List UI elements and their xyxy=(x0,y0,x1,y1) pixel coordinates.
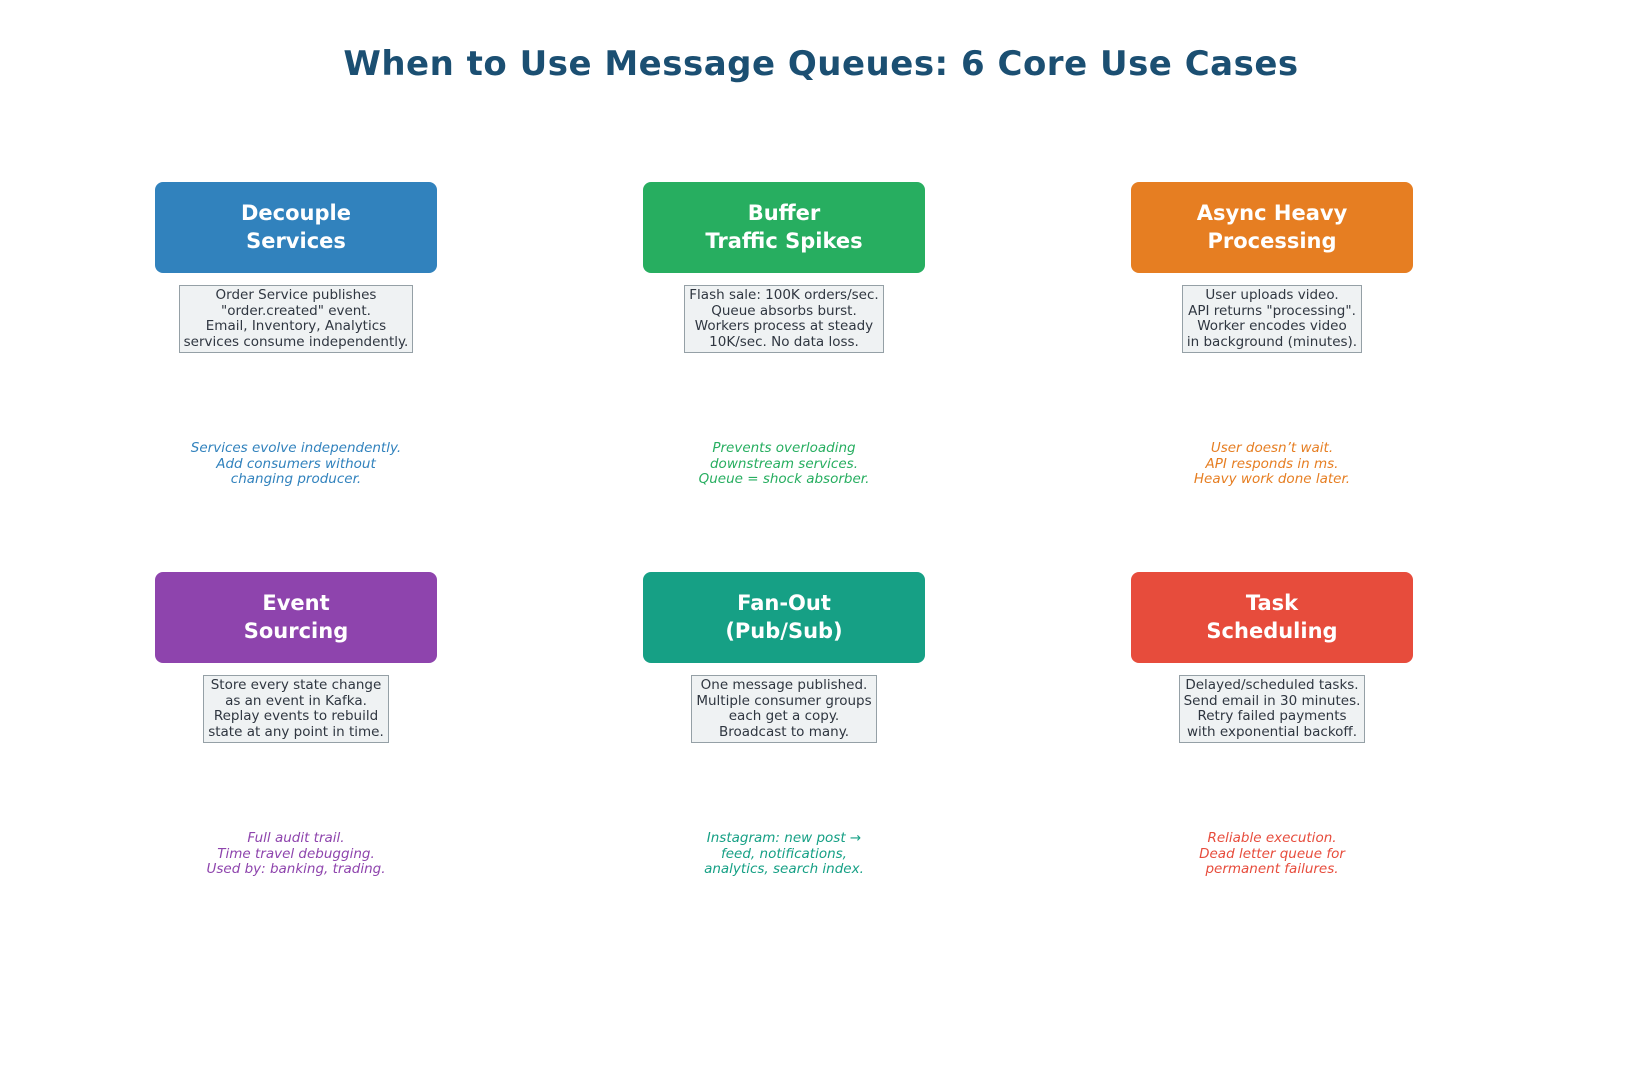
use-case-description: Order Service publishes "order.created" … xyxy=(178,285,414,354)
use-case-title: Async Heavy Processing xyxy=(1196,201,1348,253)
use-case-title: Buffer Traffic Spikes xyxy=(705,201,863,253)
use-case-description: Delayed/scheduled tasks. Send email in 3… xyxy=(1178,675,1366,744)
use-case-title: Fan-Out (Pub/Sub) xyxy=(725,591,843,643)
use-case-header: Task Scheduling xyxy=(1131,572,1413,663)
use-case-description: Store every state change as an event in … xyxy=(203,675,389,744)
use-case-note: Reliable execution. Dead letter queue fo… xyxy=(1199,830,1345,878)
use-case-note: Full audit trail. Time travel debugging.… xyxy=(206,830,386,878)
use-case-note: Services evolve independently. Add consu… xyxy=(190,440,402,488)
use-case-note: Instagram: new post → feed, notification… xyxy=(704,830,864,878)
use-case-header: Async Heavy Processing xyxy=(1131,182,1413,273)
use-case-card-buffer-traffic-spikes: Buffer Traffic Spikes Flash sale: 100K o… xyxy=(584,182,984,488)
use-case-header: Buffer Traffic Spikes xyxy=(643,182,925,273)
use-case-card-event-sourcing: Event Sourcing Store every state change … xyxy=(96,572,496,878)
use-case-note: User doesn’t wait. API responds in ms. H… xyxy=(1193,440,1351,488)
use-case-card-task-scheduling: Task Scheduling Delayed/scheduled tasks.… xyxy=(1072,572,1472,878)
page-title: When to Use Message Queues: 6 Core Use C… xyxy=(343,44,1299,84)
use-case-description: User uploads video. API returns "process… xyxy=(1181,285,1363,354)
use-case-title: Decouple Services xyxy=(241,201,351,253)
use-case-description: One message published. Multiple consumer… xyxy=(691,675,877,744)
use-case-card-decouple-services: Decouple Services Order Service publishe… xyxy=(96,182,496,488)
use-case-title: Task Scheduling xyxy=(1206,591,1338,643)
use-case-header: Event Sourcing xyxy=(155,572,437,663)
use-case-header: Fan-Out (Pub/Sub) xyxy=(643,572,925,663)
use-case-description: Flash sale: 100K orders/sec. Queue absor… xyxy=(684,285,884,354)
use-case-note: Prevents overloading downstream services… xyxy=(698,440,870,488)
use-case-card-async-heavy-processing: Async Heavy Processing User uploads vide… xyxy=(1072,182,1472,488)
use-case-card-fan-out-pub-sub: Fan-Out (Pub/Sub) One message published.… xyxy=(584,572,984,878)
use-case-header: Decouple Services xyxy=(155,182,437,273)
use-case-title: Event Sourcing xyxy=(243,591,349,643)
